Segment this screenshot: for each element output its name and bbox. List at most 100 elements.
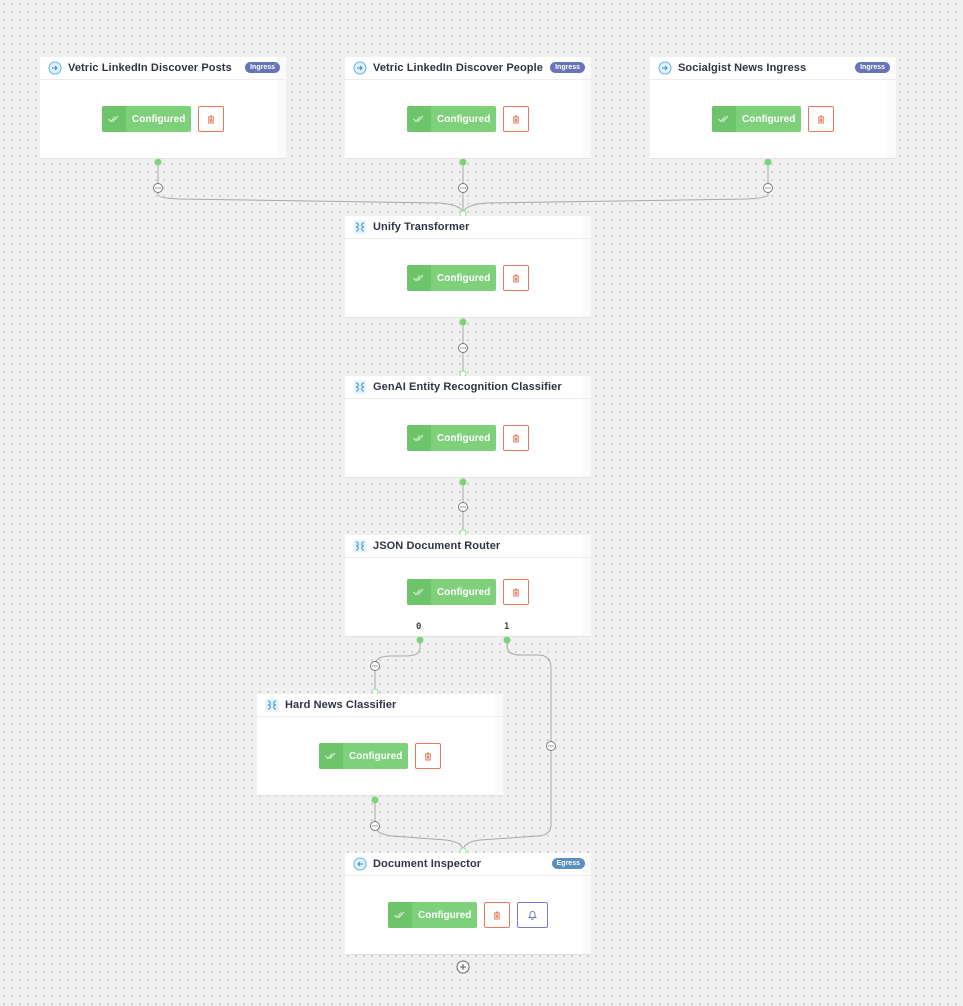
node-body: Configured [345, 239, 591, 317]
ingress-arrow-icon [48, 61, 62, 75]
output-port [459, 478, 467, 486]
node-title: Unify Transformer [373, 221, 470, 233]
edge-socialgist-to-unify [462, 162, 769, 215]
node-title: Document Inspector [373, 858, 482, 870]
notification-button[interactable] [517, 902, 548, 928]
ellipsis-circle-icon[interactable] [763, 183, 773, 193]
ellipsis-circle-icon[interactable] [153, 183, 163, 193]
delete-button[interactable] [503, 425, 529, 451]
node-genai-classifier[interactable]: GenAI Entity Recognition Classifier Conf… [345, 376, 591, 478]
double-check-icon [407, 106, 431, 132]
node-header: Vetric LinkedIn Discover People Ingress [345, 57, 591, 80]
trash-icon [512, 112, 520, 127]
edge-hardnews-to-inspector [374, 800, 464, 852]
configured-button[interactable]: Configured [407, 579, 496, 605]
output-port [154, 158, 162, 166]
node-body: Configured [257, 717, 503, 795]
ellipsis-circle-icon[interactable] [546, 741, 556, 751]
edge-posts-to-unify [157, 162, 464, 215]
configured-button[interactable]: Configured [319, 743, 408, 769]
edge-options-buttons [153, 183, 773, 831]
node-title: Vetric LinkedIn Discover People [373, 62, 543, 74]
configured-button[interactable]: Configured [407, 425, 496, 451]
configured-button[interactable]: Configured [712, 106, 801, 132]
configured-label: Configured [437, 113, 491, 125]
node-json-router[interactable]: JSON Document Router Configured 0 1 [345, 535, 591, 637]
bell-icon [528, 908, 537, 923]
plus-circle-icon[interactable] [456, 960, 470, 974]
delete-button[interactable] [503, 265, 529, 291]
ellipsis-circle-icon[interactable] [458, 502, 468, 512]
double-check-icon [319, 743, 343, 769]
ellipsis-circle-icon[interactable] [370, 661, 380, 671]
configured-button[interactable]: Configured [388, 902, 477, 928]
node-header: Hard News Classifier [257, 694, 503, 717]
double-check-icon [407, 579, 431, 605]
ellipsis-circle-icon[interactable] [458, 183, 468, 193]
configured-label: Configured [418, 909, 472, 921]
router-port-label-1: 1 [504, 622, 510, 632]
trash-icon [207, 112, 215, 127]
configured-button[interactable]: Configured [102, 106, 191, 132]
delete-button[interactable] [503, 579, 529, 605]
edge-router0-to-hardnews [374, 640, 421, 692]
edge-router1-to-inspector [462, 640, 552, 852]
double-check-icon [102, 106, 126, 132]
node-document-inspector[interactable]: Document Inspector Egress Configured [345, 853, 591, 955]
transformer-icon [353, 380, 367, 394]
configured-button[interactable]: Configured [407, 265, 496, 291]
configured-label: Configured [437, 272, 491, 284]
delete-button[interactable] [503, 106, 529, 132]
output-port [459, 318, 467, 326]
configured-label: Configured [437, 432, 491, 444]
ingress-arrow-icon [353, 61, 367, 75]
ellipsis-circle-icon[interactable] [370, 821, 380, 831]
double-check-icon [712, 106, 736, 132]
delete-button[interactable] [484, 902, 510, 928]
node-body: Configured [650, 80, 896, 158]
transformer-icon [353, 220, 367, 234]
output-port [764, 158, 772, 166]
node-header: Unify Transformer [345, 216, 591, 239]
ellipsis-circle-icon[interactable] [458, 343, 468, 353]
node-header: Vetric LinkedIn Discover Posts Ingress [40, 57, 286, 80]
node-vetric-people[interactable]: Vetric LinkedIn Discover People Ingress … [345, 57, 591, 159]
output-port [416, 636, 424, 644]
node-header: Socialgist News Ingress Ingress [650, 57, 896, 80]
double-check-icon [388, 902, 412, 928]
transformer-icon [353, 539, 367, 553]
node-socialgist[interactable]: Socialgist News Ingress Ingress Configur… [650, 57, 896, 159]
ingress-badge: Ingress [245, 62, 280, 73]
node-header: Document Inspector Egress [345, 853, 591, 876]
configured-label: Configured [742, 113, 796, 125]
trash-icon [493, 908, 501, 923]
node-vetric-posts[interactable]: Vetric LinkedIn Discover Posts Ingress C… [40, 57, 286, 159]
node-title: GenAI Entity Recognition Classifier [373, 381, 562, 393]
configured-label: Configured [437, 586, 491, 598]
node-header: JSON Document Router [345, 535, 591, 558]
node-body: Configured [345, 876, 591, 954]
node-unify-transformer[interactable]: Unify Transformer Configured [345, 216, 591, 318]
node-hard-news-classifier[interactable]: Hard News Classifier Configured [257, 694, 503, 796]
node-body: Configured [40, 80, 286, 158]
output-port [503, 636, 511, 644]
egress-badge: Egress [551, 858, 585, 869]
trash-icon [817, 112, 825, 127]
node-body: Configured [345, 558, 591, 636]
node-title: Vetric LinkedIn Discover Posts [68, 62, 232, 74]
output-port [371, 796, 379, 804]
ingress-badge: Ingress [855, 62, 890, 73]
delete-button[interactable] [808, 106, 834, 132]
output-port [459, 158, 467, 166]
delete-button[interactable] [198, 106, 224, 132]
configured-label: Configured [349, 750, 403, 762]
double-check-icon [407, 425, 431, 451]
delete-button[interactable] [415, 743, 441, 769]
configured-button[interactable]: Configured [407, 106, 496, 132]
node-title: JSON Document Router [373, 540, 501, 552]
ingress-arrow-icon [658, 61, 672, 75]
transformer-icon [265, 698, 279, 712]
router-port-label-0: 0 [416, 622, 422, 632]
node-title: Socialgist News Ingress [678, 62, 807, 74]
